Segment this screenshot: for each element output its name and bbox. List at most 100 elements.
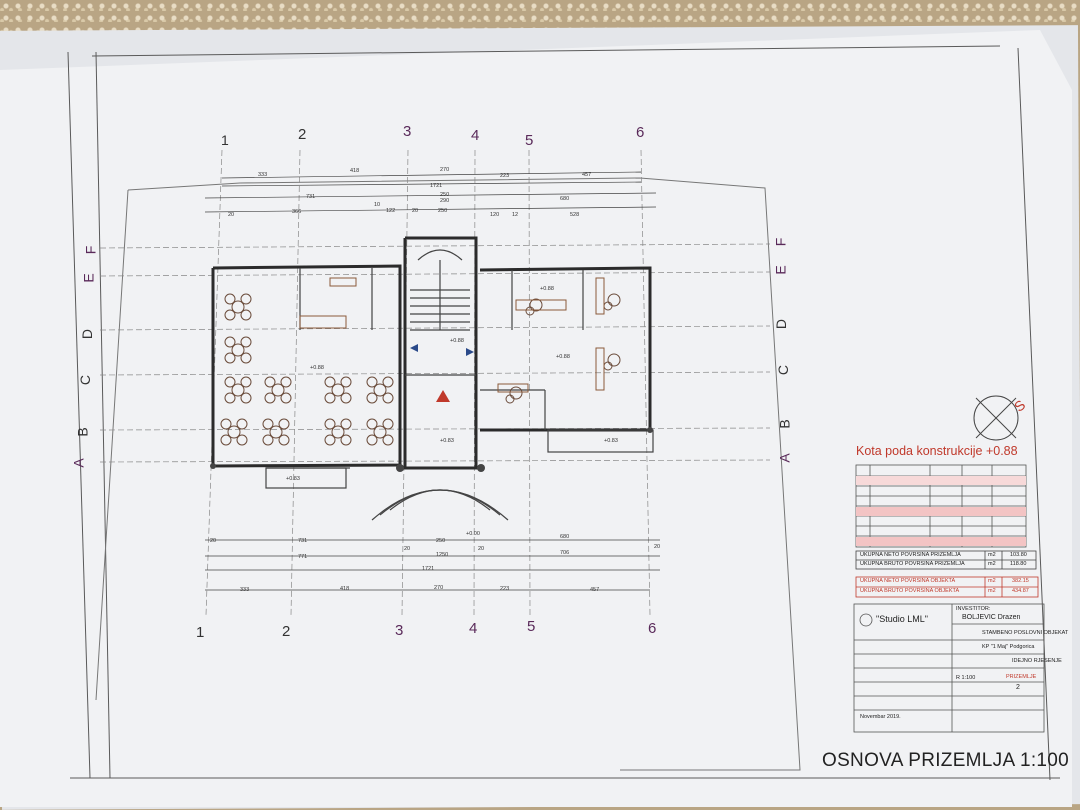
level-label: +0.88 [310, 365, 324, 371]
dim-label: 20 [654, 544, 661, 550]
dim-label: 528 [570, 212, 580, 218]
total-value: 103.80 [1010, 552, 1027, 558]
object-name: STAMBENO POSLOVNI OBJEKAT [982, 630, 1069, 636]
drawing-sheet [0, 30, 1072, 807]
stair-core-walls [403, 236, 478, 470]
axis-letter-b: B [74, 427, 91, 437]
plot-outline-left [95, 189, 129, 701]
right-wing-walls [479, 266, 652, 432]
dim-label: 333 [258, 172, 268, 178]
dim-label: 731 [298, 538, 308, 544]
cafe-tables [220, 293, 621, 446]
dim-label: 122 [386, 208, 396, 214]
total-value: 382.15 [1012, 578, 1029, 584]
dim-label: 290 [440, 198, 450, 204]
svg-text:S: S [1011, 396, 1028, 414]
axis-letter-c-right: C [775, 364, 792, 376]
plot-outline [127, 177, 801, 771]
axis-letter-f: F [82, 245, 99, 255]
investor-name: BOLJEVIC Drazen [962, 614, 1021, 621]
total-label: UKUPNA BRUTO POVRSINA PRIZEMLJA [860, 561, 965, 567]
dim-label: 706 [560, 550, 570, 556]
axis-letter-b-right: B [776, 419, 793, 429]
frame-top-line [91, 45, 1001, 57]
level-label: +0.83 [604, 438, 618, 444]
total-label: UKUPNA NETO POVRSINA OBJEKTA [860, 578, 956, 584]
level-label: +0.88 [540, 286, 554, 292]
level-heading: Kota poda konstrukcije +0.88 [856, 444, 1018, 458]
dim-label: 250 [440, 192, 450, 198]
dim-label: 418 [340, 586, 350, 592]
dim-label: 680 [560, 534, 570, 540]
dim-label: 20 [210, 538, 217, 544]
scale: R 1:100 [956, 675, 976, 681]
axis-number-1: 1 [221, 132, 229, 148]
frame-left-line [67, 51, 91, 779]
axis-letter-a-right: A [776, 453, 793, 463]
total-unit: m2 [988, 588, 996, 594]
dim-label: 680 [560, 196, 570, 202]
north-arrow-icon [973, 395, 1019, 441]
frame-left-inner-line [95, 51, 111, 779]
axis-number-6: 6 [636, 124, 645, 141]
sheet-number: 2 [1016, 684, 1020, 691]
section-arrow-icon [410, 344, 418, 352]
axis-number-3: 3 [403, 123, 412, 140]
dim-label: 20 [404, 546, 411, 552]
axis-number-6-bottom: 6 [648, 620, 657, 637]
axis-letter-f-right: F [772, 237, 789, 247]
dim-label: 1721 [430, 183, 443, 189]
axis-number-2: 2 [298, 126, 307, 143]
axis-number-2-bottom: 2 [282, 623, 291, 640]
phase: IDEJNO RJESENJE [1012, 658, 1062, 664]
date: Novembar 2019. [860, 714, 901, 720]
total-label: UKUPNA NETO POVRSINA PRIZEMLJA [860, 552, 961, 558]
title-block [853, 603, 1045, 733]
entrance-marker-icon [436, 390, 450, 402]
axis-number-1-bottom: 1 [196, 624, 205, 641]
sheet-content: PRIZEMLJE [1006, 674, 1037, 680]
dim-label: 223 [500, 173, 510, 179]
dim-label: 1721 [422, 566, 435, 572]
axis-letter-d-right: D [773, 318, 790, 330]
total-value: 118.80 [1010, 561, 1027, 567]
frame-right-line [1017, 47, 1051, 781]
level-label: +0.88 [556, 354, 570, 360]
axis-letter-a: A [70, 458, 87, 468]
dim-label: 771 [298, 554, 308, 560]
axis-number-4-bottom: 4 [469, 620, 478, 637]
dim-label: 20 [478, 546, 485, 552]
axis-letter-e-right: E [772, 265, 789, 275]
level-label: +0.83 [440, 438, 454, 444]
dim-label: 270 [440, 167, 450, 173]
dim-label: 418 [350, 168, 360, 174]
dim-label: 366 [292, 209, 302, 215]
total-unit: m2 [988, 561, 996, 567]
total-value: 434.87 [1012, 588, 1029, 594]
level-label: +0.00 [466, 531, 480, 537]
dim-label: 731 [306, 194, 316, 200]
dim-label: 250 [438, 208, 448, 214]
section-arrow-icon [466, 348, 474, 356]
dim-label: 333 [240, 587, 250, 593]
axis-number-3-bottom: 3 [395, 622, 404, 639]
axis-letter-e: E [80, 273, 97, 283]
dim-label: 10 [374, 202, 381, 208]
dim-label: 20 [228, 212, 235, 218]
axis-letter-d: D [79, 328, 96, 340]
axis-letter-c: C [77, 374, 94, 386]
axis-number-5-bottom: 5 [527, 618, 536, 635]
level-label: +0.83 [286, 476, 300, 482]
dim-label: 270 [434, 585, 444, 591]
axis-number-5: 5 [525, 132, 534, 149]
dim-label: 1250 [436, 552, 449, 558]
axis-number-4: 4 [471, 127, 480, 144]
dim-label: 223 [500, 586, 510, 592]
studio-name: "Studio LML" [876, 614, 928, 624]
dim-label: 20 [412, 208, 419, 214]
dim-label: 250 [436, 538, 446, 544]
drawing-title: OSNOVA PRIZEMLJA 1:100 [822, 750, 1070, 771]
dim-label: 120 [490, 212, 500, 218]
dim-label: 457 [582, 172, 592, 178]
